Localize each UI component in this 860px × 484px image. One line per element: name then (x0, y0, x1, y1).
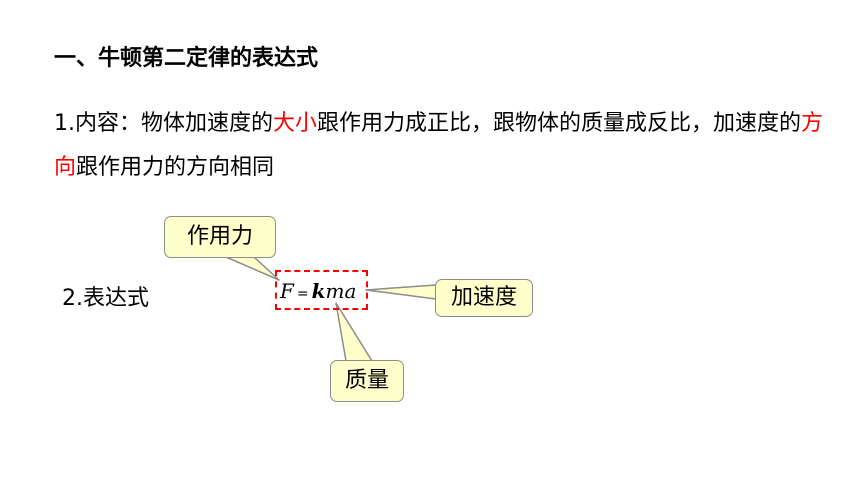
expression-label: 2.表达式 (62, 286, 149, 311)
formula-equals-sign: = (296, 286, 309, 302)
section-heading: 一、牛顿第二定律的表达式 (54, 46, 319, 71)
acceleration-callout: 加速度 (435, 279, 533, 317)
content-part-1: 物体加速度的 (141, 111, 274, 136)
mass-callout-pointer (335, 302, 373, 362)
formula-constant-k: k (311, 279, 326, 303)
formula: F=kma (280, 278, 364, 304)
formula-mass-acceleration: ma (325, 279, 357, 303)
force-callout-pointer (225, 256, 280, 281)
formula-frame (275, 270, 368, 310)
force-callout: 作用力 (164, 216, 276, 258)
formula-force-symbol: F (280, 279, 294, 303)
content-part-2: 跟作用力成正比，跟物体的质量成反比，加速度的 (317, 111, 802, 136)
acceleration-callout-pointer (365, 284, 437, 300)
highlight-direction: 方向 (54, 111, 824, 180)
highlight-magnitude: 大小 (273, 111, 318, 136)
mass-callout: 质量 (330, 360, 404, 402)
content-part-3: 跟作用力的方向相同 (76, 155, 275, 180)
content-label: 1.内容： (54, 111, 141, 136)
content-paragraph: 1.内容：物体加速度的大小跟作用力成正比，跟物体的质量成反比，加速度的方向跟作用… (54, 102, 834, 190)
